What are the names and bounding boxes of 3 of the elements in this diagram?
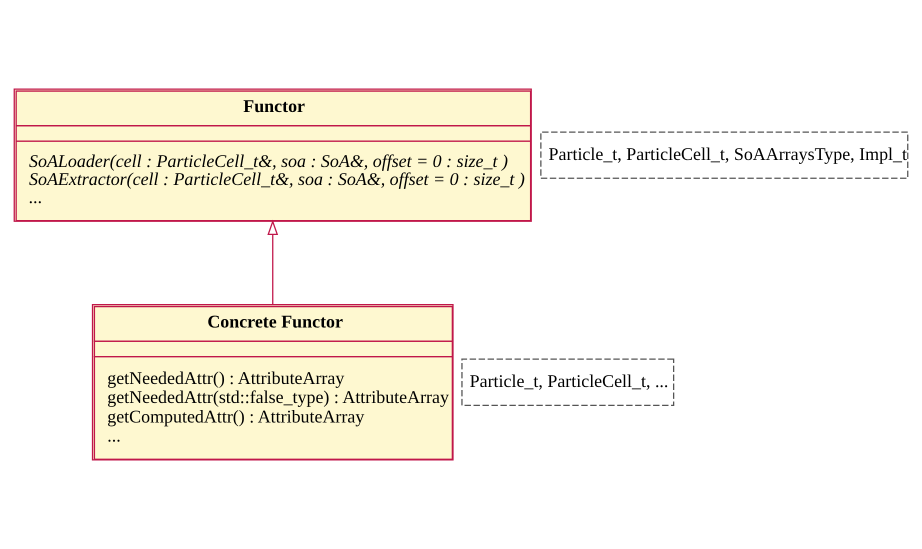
node-box: Particle_t, ParticleCell_t, SoAArraysType, Impl_t xyxy=(540,131,908,179)
arrow xyxy=(267,220,278,304)
node-box: Particle_t, ParticleCell_t, ... xyxy=(461,358,674,406)
